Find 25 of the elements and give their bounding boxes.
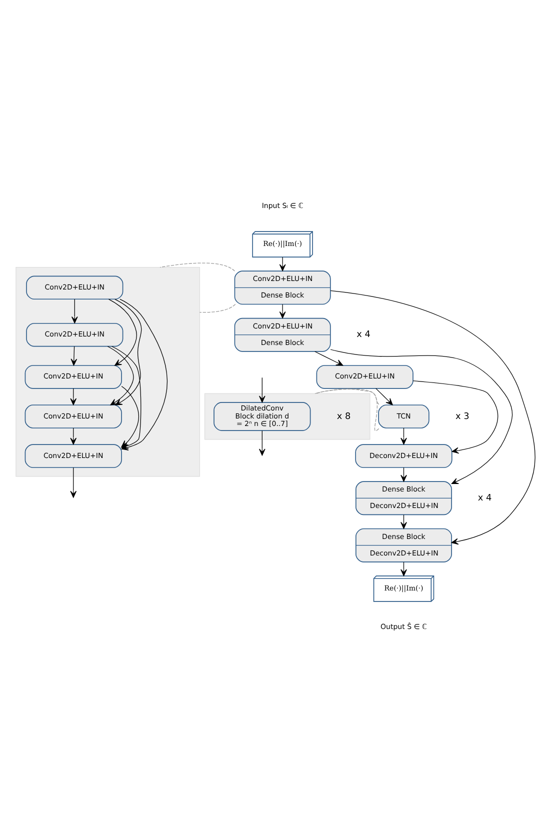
node-label: x 8 <box>336 412 351 422</box>
arrow <box>121 386 140 448</box>
node-label: x 4 <box>356 330 370 340</box>
cluster <box>16 266 200 477</box>
arrow <box>70 346 78 366</box>
connector <box>314 388 380 432</box>
arrow <box>70 428 77 445</box>
connector <box>160 262 236 272</box>
arrow <box>412 380 498 454</box>
arrow <box>70 388 77 406</box>
node-label: x 3 <box>456 412 470 422</box>
arrow <box>314 351 344 366</box>
arrow <box>376 388 393 406</box>
arrow <box>279 256 286 272</box>
arrow <box>108 298 137 366</box>
arrow <box>330 290 536 545</box>
node-label: x 4 <box>478 493 492 504</box>
arrow <box>114 298 142 406</box>
arrow <box>330 349 513 484</box>
cluster <box>204 393 370 440</box>
arrow <box>107 346 134 406</box>
arrow <box>279 304 286 318</box>
arrow <box>71 298 78 324</box>
connector <box>199 304 236 313</box>
arrow <box>400 428 407 445</box>
